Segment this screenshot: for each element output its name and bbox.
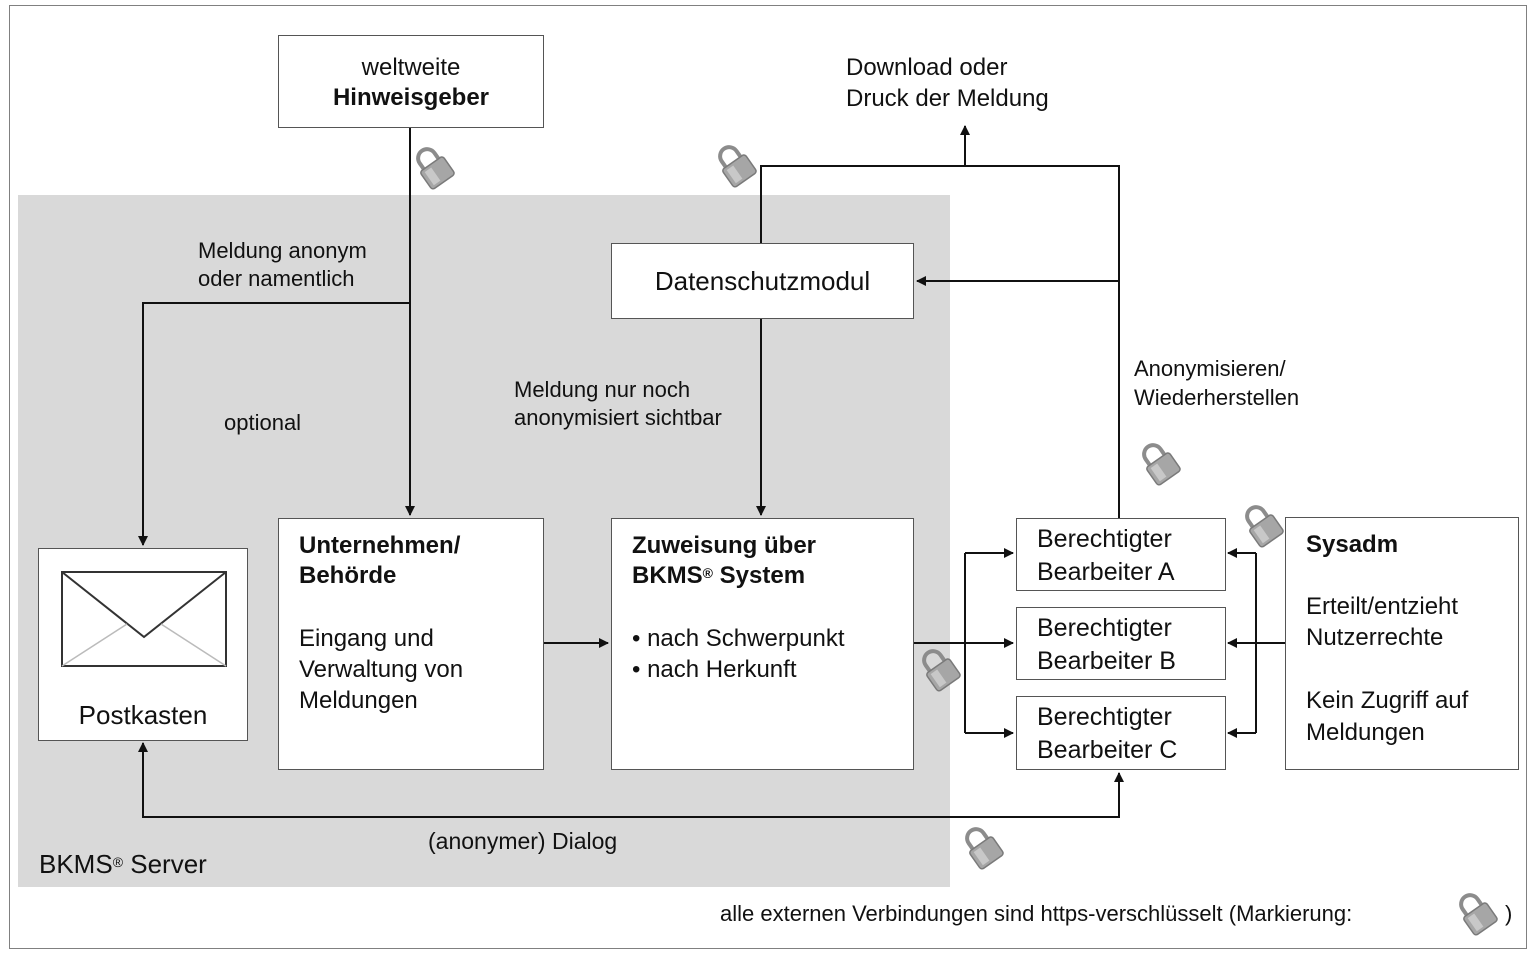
assignment-title2: BKMS® System	[632, 562, 806, 589]
company-title1: Unternehmen/	[299, 532, 461, 559]
assignment-bullet1: • nach Schwerpunkt	[632, 625, 845, 652]
company-desc1: Eingang und	[299, 625, 434, 652]
sysadm-desc1: Erteilt/entzieht	[1306, 593, 1459, 620]
assignment-box: Zuweisung über BKMS® System • nach Schwe…	[611, 518, 914, 770]
server-label: BKMS® Server	[39, 849, 207, 879]
download-line2: Druck der Meldung	[846, 85, 1049, 112]
sysadm-desc4: Meldungen	[1306, 719, 1425, 746]
lock-icon	[957, 820, 1007, 872]
editor-c-line2: Bearbeiter C	[1037, 736, 1178, 764]
footer-note: alle externen Verbindungen sind https-ve…	[720, 901, 1353, 926]
assignment-title1: Zuweisung über	[632, 532, 817, 559]
footer-close: )	[1505, 901, 1513, 926]
lock-icon	[408, 140, 458, 192]
lock-icon	[710, 138, 760, 190]
download-line1: Download oder	[846, 54, 1008, 81]
company-box: Unternehmen/ Behörde Eingang und Verwalt…	[278, 518, 544, 770]
assignment-bullet2: • nach Herkunft	[632, 656, 797, 683]
editor-c-line1: Berechtigter	[1037, 703, 1172, 731]
whistleblower-line2: Hinweisgeber	[332, 84, 490, 111]
editor-b-box: Berechtigter Bearbeiter B	[1016, 607, 1226, 680]
editor-a-line2: Bearbeiter A	[1037, 558, 1175, 586]
sysadm-title: Sysadm	[1306, 531, 1399, 558]
report-label-line1: Meldung anonym	[198, 238, 367, 263]
anon-visible-line2: anonymisiert sichtbar	[514, 405, 722, 430]
anonymize-line2: Wiederherstellen	[1134, 385, 1300, 410]
anonymize-line1: Anonymisieren/	[1134, 356, 1286, 381]
sysadm-desc3: Kein Zugriff auf	[1306, 687, 1469, 714]
lock-icon	[1134, 436, 1184, 488]
lock-icon	[1237, 498, 1287, 550]
company-desc2: Verwaltung von	[299, 656, 464, 683]
company-desc3: Meldungen	[299, 687, 418, 714]
lock-icon	[1451, 886, 1501, 938]
anon-visible-line1: Meldung nur noch	[514, 377, 691, 402]
mailbox-box: Postkasten	[38, 548, 248, 741]
diagram-frame	[9, 5, 1527, 949]
sysadm-desc2: Nutzerrechte	[1306, 624, 1444, 651]
whistleblower-line1: weltweite	[361, 54, 461, 81]
company-title2: Behörde	[299, 562, 397, 589]
arrow-optional-to-mailbox	[138, 302, 410, 546]
privacy-module-box: Datenschutzmodul	[611, 243, 914, 319]
privacy-module-label: Datenschutzmodul	[654, 266, 871, 296]
sysadm-box: Sysadm Erteilt/entzieht Nutzerrechte Kei…	[1285, 517, 1519, 770]
lock-icon	[914, 642, 964, 694]
envelope-icon	[61, 571, 227, 667]
optional-label: optional	[224, 410, 302, 435]
dialog-label: (anonymer) Dialog	[428, 828, 618, 854]
whistleblower-box: weltweite Hinweisgeber	[278, 35, 544, 128]
line-privacy-to-top	[760, 165, 1120, 518]
editor-a-box: Berechtigter Bearbeiter A	[1016, 518, 1226, 591]
editor-a-line1: Berechtigter	[1037, 525, 1172, 553]
mailbox-label: Postkasten	[78, 700, 208, 730]
editor-b-line1: Berechtigter	[1037, 614, 1172, 642]
report-label-line2: oder namentlich	[198, 266, 355, 291]
editor-c-box: Berechtigter Bearbeiter C	[1016, 696, 1226, 770]
editor-b-line2: Bearbeiter B	[1037, 647, 1176, 675]
